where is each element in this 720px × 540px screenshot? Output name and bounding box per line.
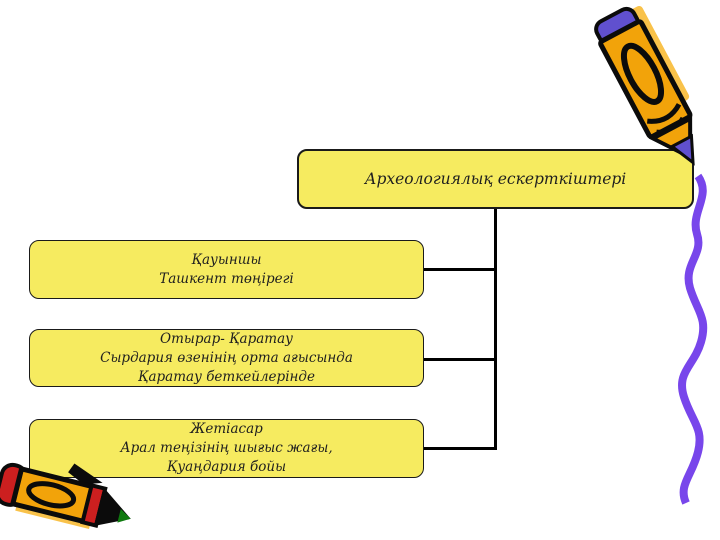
- diagram-node-otyrar-karatau: Отырар- Қаратау Сырдария өзенінің орта а…: [29, 329, 424, 387]
- diagram-node-root: Археологиялық ескерткіштері: [297, 149, 694, 209]
- node-line: Арал теңізінің шығыс жағы,: [120, 440, 333, 456]
- crayon-writing-icon: [594, 5, 695, 166]
- diagram-node-kauynshy: Қауыншы Ташкент төңірегі: [29, 240, 424, 299]
- node-line: Отырар- Қаратау: [160, 330, 293, 347]
- diagram-node-zhetiasar: Жетіасар Арал теңізінің шығыс жағы, Қуаң…: [29, 419, 424, 478]
- node-line: Қауыншы: [191, 251, 262, 268]
- purple-squiggle-line-icon: [678, 173, 708, 505]
- node-line: Қуаңдария бойы: [166, 459, 287, 475]
- connector-branch-3: [424, 447, 496, 450]
- node-line: Жетіасар: [190, 421, 263, 437]
- connector-branch-1: [424, 268, 496, 271]
- root-title: Археологиялық ескерткіштері: [364, 169, 627, 188]
- crayon-icon: [0, 462, 131, 529]
- node-line: Қаратау беткейлерінде: [138, 368, 315, 385]
- connector-branch-2: [424, 358, 496, 361]
- node-line: Сырдария өзенінің орта ағысында: [100, 349, 353, 366]
- connector-vertical: [494, 209, 497, 450]
- node-line: Ташкент төңірегі: [159, 270, 294, 287]
